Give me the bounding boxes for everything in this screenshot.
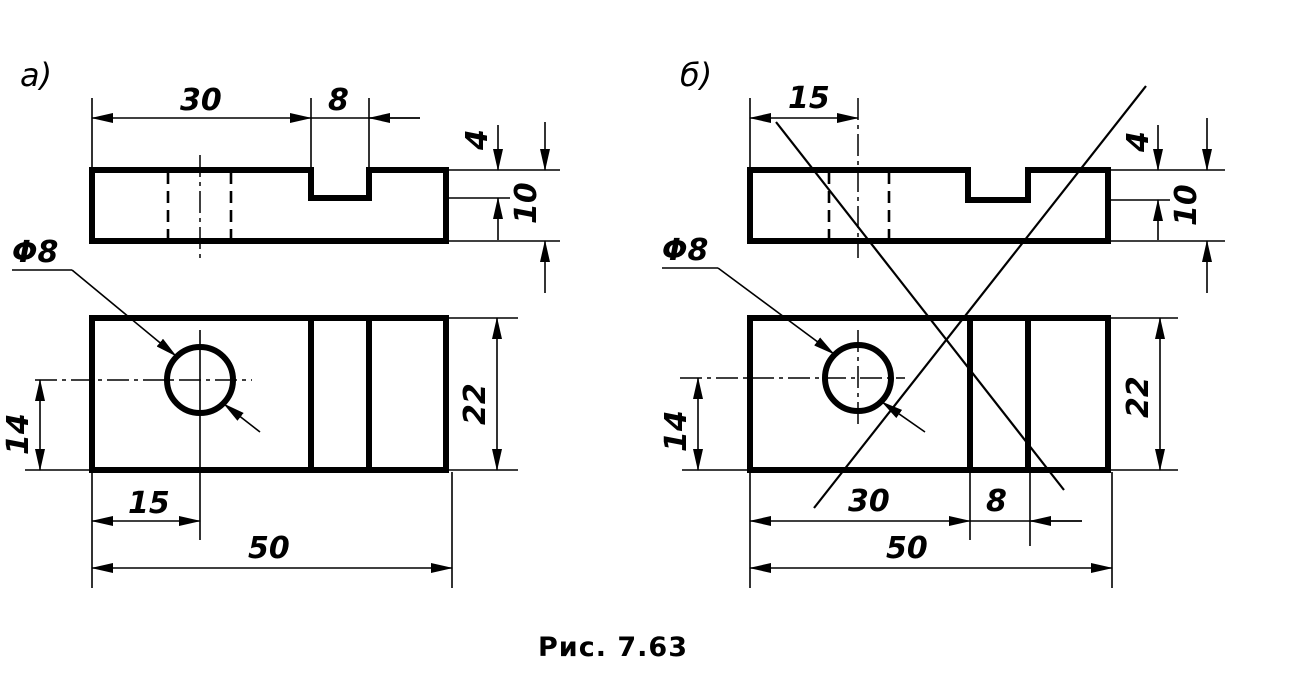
view-a-dim-30: 30 xyxy=(180,83,222,118)
view-a-dim-22: 22 xyxy=(458,383,493,425)
view-b-leader-arrow xyxy=(881,401,926,433)
view-b-leader xyxy=(717,267,835,355)
figure-caption: Рис. 7.63 xyxy=(538,632,688,663)
view-b-strike-line-1 xyxy=(775,121,1065,491)
view-b-dim-4: 4 xyxy=(1121,131,1156,153)
view-a-dim-14: 14 xyxy=(1,413,36,455)
view-b-dim-diameter: Φ8 xyxy=(662,233,708,268)
view-b-dim-50: 50 xyxy=(886,531,928,566)
view-b: б) 15 4 10 Φ8 14 xyxy=(659,56,1225,588)
view-b-front-outline xyxy=(747,167,1111,244)
view-a-front-outline xyxy=(89,167,449,244)
view-a-label: а) xyxy=(20,56,52,94)
view-b-dim-22: 22 xyxy=(1121,376,1156,418)
view-a-leader-arrow xyxy=(223,403,261,433)
view-b-dim-8: 8 xyxy=(986,484,1007,519)
view-b-top-outline xyxy=(747,315,1111,473)
view-a-dim-diameter: Φ8 xyxy=(12,235,58,270)
view-a-dim-4: 4 xyxy=(460,129,495,151)
view-a-top-outline xyxy=(89,315,449,473)
view-a: а) 30 8 4 10 xyxy=(1,56,560,588)
view-a-dim-15: 15 xyxy=(128,486,170,521)
view-b-dim-14: 14 xyxy=(659,410,694,452)
view-a-dim-50: 50 xyxy=(248,531,290,566)
view-a-dim-8: 8 xyxy=(328,83,349,118)
view-b-label: б) xyxy=(680,56,712,94)
view-b-dim-10: 10 xyxy=(1169,184,1204,226)
view-a-leader xyxy=(71,269,177,357)
view-b-dim-30: 30 xyxy=(848,484,890,519)
view-b-dim-15: 15 xyxy=(788,81,830,116)
view-a-dim-10: 10 xyxy=(509,182,544,224)
view-b-strike-line-2 xyxy=(813,85,1147,509)
